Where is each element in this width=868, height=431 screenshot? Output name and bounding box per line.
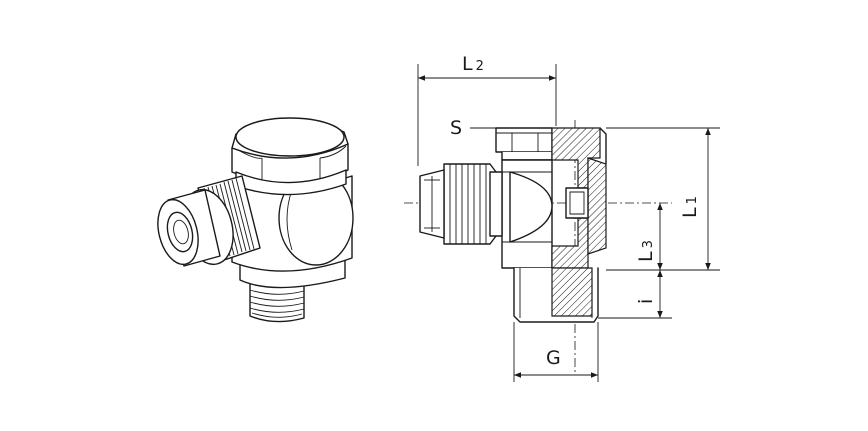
dimension-l2 [417,64,557,166]
tube-end [157,189,221,267]
section-hex-nut [495,127,553,161]
dimension-i [598,270,672,319]
bottom-thread [249,282,305,323]
top-hex-nut [231,117,349,196]
section-tube-end [419,169,445,239]
section-knurled-collet [443,163,503,245]
section-bottom-thread [513,267,599,323]
isometric-view [157,117,354,323]
label-l1: L1 [679,196,701,218]
dimension-g [513,322,599,382]
label-s: S [450,117,462,139]
label-g: G [546,347,561,369]
label-l3: L3 [635,240,657,262]
section-hollow-bolt [551,127,607,269]
section-banjo-body [501,159,553,269]
dimension-l1 [606,127,720,271]
label-i: i [635,299,657,304]
